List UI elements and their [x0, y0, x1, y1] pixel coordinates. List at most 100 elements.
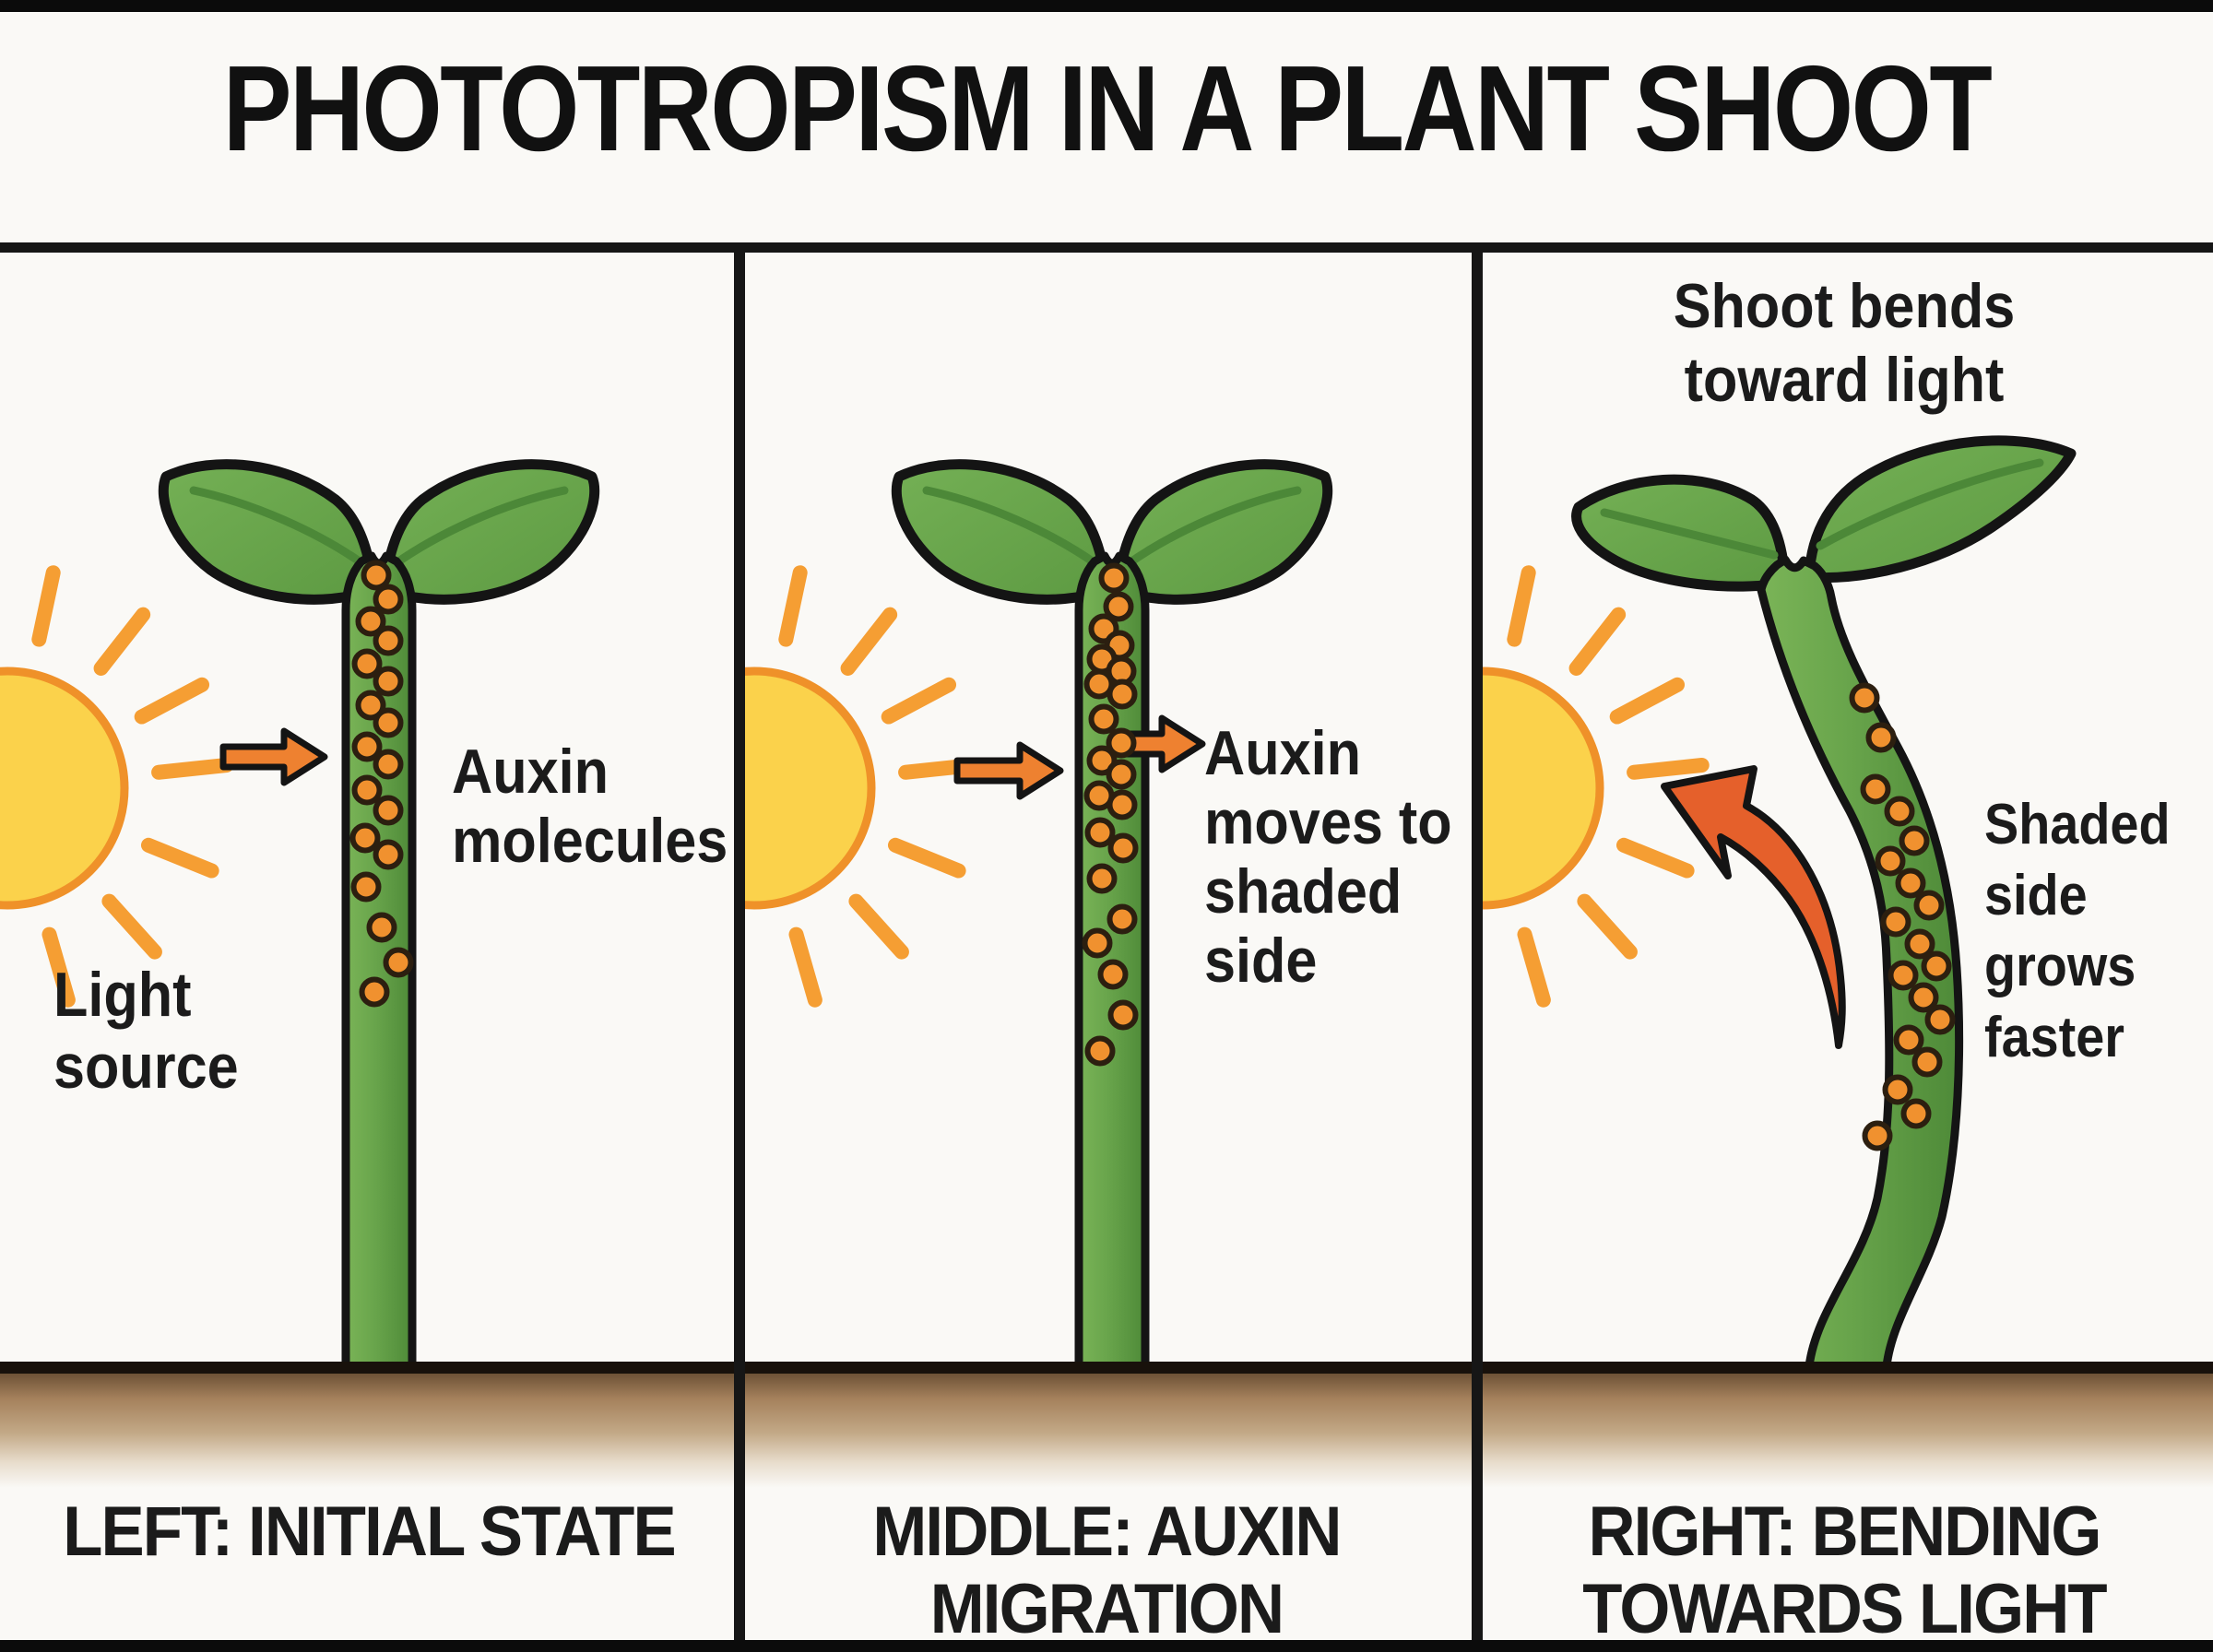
bend-direction-arrow-icon — [1661, 765, 1846, 1049]
auxin-dot — [349, 822, 381, 854]
auxin-dot — [350, 871, 382, 903]
sun-icon — [1475, 667, 1604, 910]
auxin-dot — [361, 560, 392, 591]
auxin-dot — [1880, 906, 1911, 938]
auxin-dot — [373, 795, 404, 826]
auxin-dot — [1107, 832, 1139, 864]
panel-right-art — [1475, 435, 2077, 1371]
sun-ray-icon — [101, 893, 162, 960]
auxin-dot — [1107, 999, 1139, 1031]
auxin-dot — [351, 731, 383, 762]
auxin-dot — [351, 774, 383, 806]
auxin-dot — [1103, 591, 1134, 622]
sun-group — [1475, 565, 1710, 1008]
panel-divider-left — [734, 242, 745, 1652]
sun-ray-icon — [1615, 837, 1695, 879]
caption-left-panel: LEFT: INITIAL STATE — [63, 1493, 676, 1571]
auxin-dot — [1106, 789, 1138, 820]
auxin-moves-label: Auxin moves to shaded side — [1204, 718, 1452, 996]
sun-ray-icon — [31, 565, 61, 647]
auxin-dot — [1860, 773, 1891, 805]
caption-right-panel: RIGHT: BENDING TOWARDS LIGHT — [1582, 1493, 2107, 1648]
sun-group — [738, 565, 981, 1008]
light-direction-arrow-icon — [953, 741, 1064, 800]
auxin-dot — [1106, 727, 1137, 759]
sun-ray-icon — [1577, 893, 1638, 960]
auxin-dot — [1913, 890, 1945, 921]
auxin-molecules-label: Auxin molecules — [452, 737, 728, 876]
sun-ray-icon — [840, 607, 898, 676]
auxin-dot — [373, 584, 404, 615]
auxin-dot — [351, 648, 383, 679]
auxin-dot — [355, 606, 386, 637]
auxin-dot — [1884, 796, 1915, 827]
sun-icon — [738, 667, 876, 910]
bent-stem-icon — [1757, 555, 1964, 1371]
sun-ray-icon — [1568, 607, 1627, 676]
auxin-dot — [1882, 1074, 1913, 1105]
sun-ray-icon — [93, 607, 151, 676]
sun-ray-icon — [1517, 926, 1551, 1008]
shaded-side-label: Shaded side grows faster — [1984, 793, 2171, 1069]
auxin-dot — [373, 839, 404, 870]
sun-ray-icon — [778, 565, 808, 647]
auxin-dot — [373, 749, 404, 780]
sun-ray-icon — [1507, 565, 1536, 647]
panel-divider-right — [1472, 242, 1483, 1652]
auxin-dot — [1106, 759, 1137, 790]
auxin-dot — [1106, 903, 1138, 935]
soil-gradient — [0, 1374, 2213, 1488]
light-direction-arrow-icon — [219, 727, 328, 786]
auxin-dot — [373, 666, 404, 697]
light-source-label: Light source — [53, 960, 239, 1102]
sun-ray-icon — [1609, 677, 1686, 725]
sun-icon — [0, 667, 129, 910]
panel-left-art — [0, 0, 738, 1652]
auxin-dot — [1086, 863, 1118, 894]
auxin-dot — [1097, 959, 1129, 990]
auxin-dot — [1924, 1004, 1956, 1035]
sun-ray-icon — [134, 677, 210, 725]
ground-line — [0, 1362, 2213, 1374]
auxin-dot — [1908, 982, 1939, 1013]
auxin-dot — [366, 912, 397, 943]
auxin-dot — [355, 690, 386, 721]
top-frame-bar — [0, 0, 2213, 12]
auxin-dot — [1895, 867, 1926, 899]
leaf-vein-icon — [1816, 458, 2044, 550]
sun-ray-icon — [140, 837, 219, 879]
sun-group — [0, 565, 234, 1008]
auxin-dot — [1862, 1120, 1893, 1151]
title-divider-line — [0, 242, 2213, 253]
sun-ray-icon — [41, 926, 76, 1008]
auxin-dot — [373, 707, 404, 738]
page-title: PHOTOTROPISM IN A PLANT SHOOT — [222, 41, 1993, 176]
auxin-dot — [1904, 928, 1935, 960]
sun-ray-icon — [848, 893, 909, 960]
panel-middle-art — [738, 0, 1475, 1652]
sun-ray-icon — [1627, 758, 1710, 780]
auxin-dot — [1899, 825, 1930, 856]
auxin-dot — [1893, 1024, 1924, 1056]
sun-ray-icon — [881, 677, 957, 725]
auxin-dot — [1849, 682, 1880, 714]
auxin-dot — [1921, 950, 1952, 982]
sun-ray-icon — [151, 758, 234, 780]
auxin-dot — [1875, 845, 1906, 877]
auxin-dot — [1082, 927, 1113, 959]
auxin-dot — [1106, 678, 1138, 710]
caption-middle-panel: MIDDLE: AUXIN MIGRATION — [872, 1493, 1342, 1648]
sun-ray-icon — [788, 926, 822, 1008]
auxin-dot — [373, 625, 404, 656]
auxin-dot — [1084, 1035, 1116, 1067]
auxin-dot — [1900, 1098, 1932, 1129]
auxin-dot — [383, 947, 414, 978]
auxin-dot — [1084, 817, 1116, 848]
auxin-dot — [359, 976, 390, 1008]
auxin-dot — [1911, 1046, 1943, 1078]
auxin-dot — [1865, 722, 1897, 753]
auxin-dot — [1098, 562, 1130, 594]
sun-ray-icon — [887, 837, 966, 879]
bottom-frame-bar — [0, 1640, 2213, 1652]
